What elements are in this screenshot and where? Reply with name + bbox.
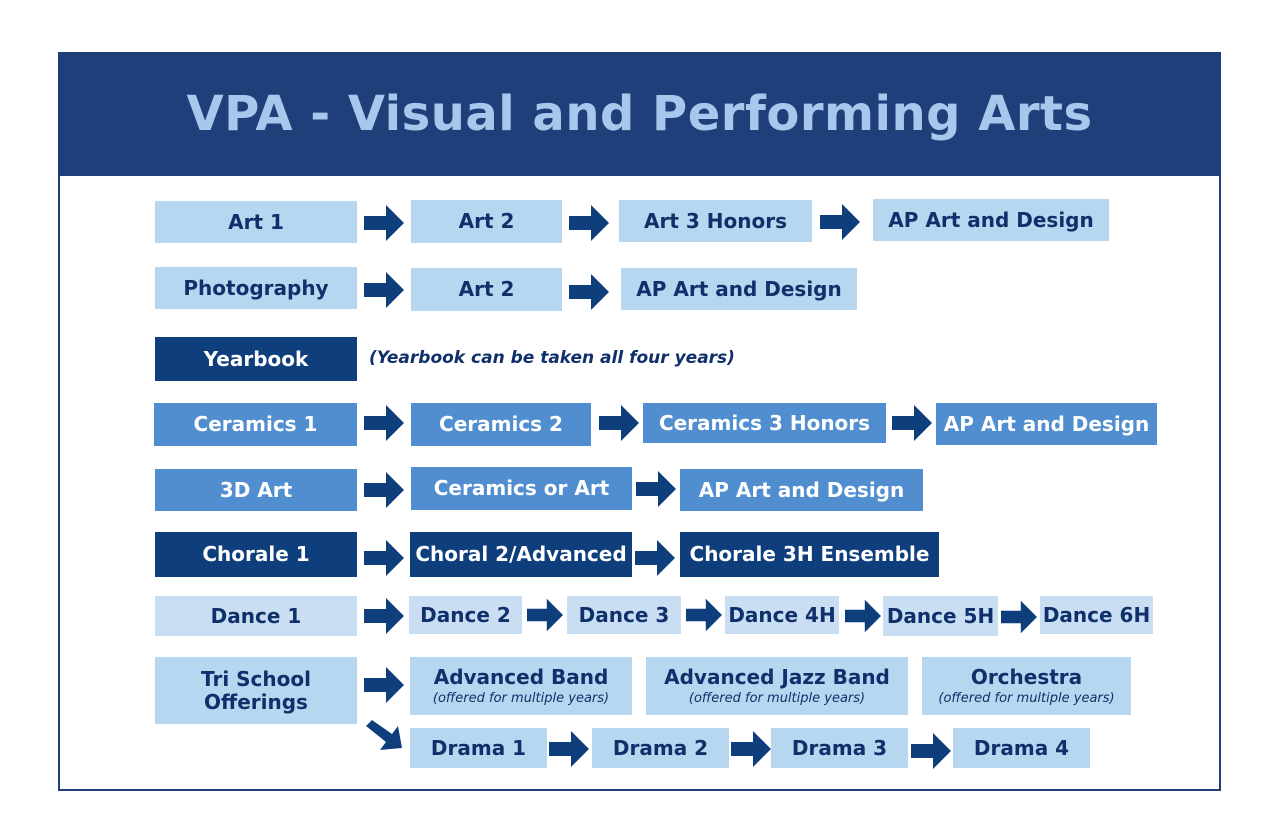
course-photography: Photography <box>155 267 357 309</box>
arrow-right-icon <box>820 204 860 240</box>
course-art-2: Art 2 <box>411 200 562 243</box>
ensemble-name: Orchestra <box>970 664 1083 689</box>
course-tri-school-offerings: Tri School Offerings <box>155 657 357 724</box>
arrow-right-icon <box>364 667 404 703</box>
arrow-right-icon <box>892 405 932 441</box>
course-chorale-1: Chorale 1 <box>155 532 357 577</box>
arrow-right-icon <box>364 598 404 634</box>
arrow-diagonal-icon <box>364 718 404 754</box>
arrow-right-icon <box>527 597 563 633</box>
course-3d-art: 3D Art <box>155 469 357 511</box>
arrow-right-icon <box>636 471 676 507</box>
arrow-right-icon <box>635 540 675 576</box>
course-chorale-3h-ensemble: Chorale 3H Ensemble <box>680 532 939 577</box>
course-orchestra: Orchestra (offered for multiple years) <box>922 657 1131 715</box>
course-ap-art-design: AP Art and Design <box>873 199 1109 241</box>
course-ceramics-1: Ceramics 1 <box>154 403 357 446</box>
course-ceramics-2: Ceramics 2 <box>411 403 591 446</box>
course-drama-2: Drama 2 <box>592 728 729 768</box>
course-yearbook: Yearbook <box>155 337 357 381</box>
course-ap-art-design: AP Art and Design <box>621 268 857 310</box>
arrow-right-icon <box>599 405 639 441</box>
tri-school-label-line2: Offerings <box>204 689 308 714</box>
yearbook-note: (Yearbook can be taken all four years) <box>369 348 735 368</box>
course-drama-1: Drama 1 <box>410 728 547 768</box>
course-advanced-band: Advanced Band (offered for multiple year… <box>410 657 632 715</box>
course-drama-4: Drama 4 <box>953 728 1090 768</box>
course-dance-4h: Dance 4H <box>725 596 839 634</box>
arrow-right-icon <box>364 205 404 241</box>
tri-school-label-line1: Tri School <box>201 666 311 691</box>
course-ceramics-3-honors: Ceramics 3 Honors <box>643 403 886 443</box>
ensemble-note: (offered for multiple years) <box>688 690 866 706</box>
course-dance-1: Dance 1 <box>155 596 357 636</box>
ensemble-name: Advanced Jazz Band <box>664 664 890 689</box>
ensemble-note: (offered for multiple years) <box>432 690 610 706</box>
course-choral-2-advanced: Choral 2/Advanced <box>410 532 632 577</box>
course-art-1: Art 1 <box>155 201 357 243</box>
arrow-right-icon <box>911 733 951 769</box>
ensemble-name: Advanced Band <box>433 664 609 689</box>
title-banner: VPA - Visual and Performing Arts <box>58 52 1221 176</box>
course-advanced-jazz-band: Advanced Jazz Band (offered for multiple… <box>646 657 908 715</box>
arrow-right-icon <box>1001 599 1037 635</box>
course-dance-2: Dance 2 <box>409 596 522 634</box>
arrow-right-icon <box>364 472 404 508</box>
course-dance-5h: Dance 5H <box>883 596 998 636</box>
arrow-right-icon <box>364 540 404 576</box>
course-dance-6h: Dance 6H <box>1040 596 1153 634</box>
arrow-right-icon <box>731 731 771 767</box>
arrow-right-icon <box>364 272 404 308</box>
course-art-2: Art 2 <box>411 268 562 311</box>
course-drama-3: Drama 3 <box>771 728 908 768</box>
arrow-right-icon <box>845 598 881 634</box>
course-art-3-honors: Art 3 Honors <box>619 200 812 242</box>
arrow-right-icon <box>364 405 404 441</box>
course-dance-3: Dance 3 <box>567 596 681 634</box>
course-ceramics-or-art: Ceramics or Art <box>411 467 632 510</box>
arrow-right-icon <box>569 274 609 310</box>
course-ap-art-design: AP Art and Design <box>680 469 923 511</box>
arrow-right-icon <box>686 597 722 633</box>
arrow-right-icon <box>569 205 609 241</box>
ensemble-note: (offered for multiple years) <box>938 690 1115 706</box>
course-ap-art-design: AP Art and Design <box>936 403 1157 445</box>
arrow-right-icon <box>549 731 589 767</box>
page-title: VPA - Visual and Performing Arts <box>186 86 1093 142</box>
